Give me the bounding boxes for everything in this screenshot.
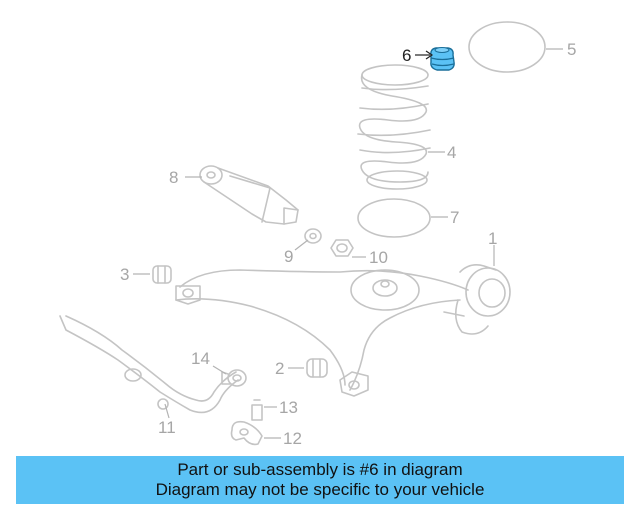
banner-line-part: Part or sub-assembly is #6 in diagram <box>177 460 463 479</box>
callout-12: 12 <box>283 429 302 448</box>
callout-4: 4 <box>447 143 456 162</box>
part-12-clamp <box>230 420 263 446</box>
info-banner: Part or sub-assembly is #6 in diagram Di… <box>16 456 624 504</box>
part-3-bushing <box>152 265 172 284</box>
leader-lines <box>133 48 563 439</box>
part-4-coil-spring <box>357 64 431 190</box>
callout-14: 14 <box>191 349 210 368</box>
banner-line-disclaimer: Diagram may not be specific to your vehi… <box>155 480 485 499</box>
callout-8: 8 <box>169 168 178 187</box>
leader-6-arrow <box>425 50 434 60</box>
callout-10: 10 <box>369 248 388 267</box>
part-13-bracket <box>251 399 263 421</box>
callout-11: 11 <box>158 418 176 437</box>
callout-7: 7 <box>450 208 459 227</box>
part-10-nut <box>330 239 354 257</box>
callout-3: 3 <box>120 265 129 284</box>
part-7-lower-insulator <box>357 198 431 238</box>
callout-5: 5 <box>567 40 576 59</box>
part-2-bushing <box>306 358 328 378</box>
callout-1: 1 <box>488 229 497 248</box>
part-6-bump-stop[interactable] <box>430 47 455 71</box>
leader-11 <box>164 403 170 419</box>
parts-diagram: 5 6 4 7 8 9 10 3 1 2 14 13 12 11 <box>59 21 576 448</box>
part-1-control-arm <box>175 264 511 397</box>
part-11-stabilizer-bar <box>59 315 239 414</box>
callout-13: 13 <box>279 398 298 417</box>
callout-9: 9 <box>284 247 293 266</box>
part-5-insulator <box>468 21 546 73</box>
callout-2: 2 <box>275 359 284 378</box>
callout-6[interactable]: 6 <box>402 46 411 65</box>
part-9-bushing <box>304 228 322 244</box>
part-8-shock-absorber <box>199 165 299 225</box>
leader-9 <box>294 239 309 251</box>
leader-14 <box>212 365 227 375</box>
